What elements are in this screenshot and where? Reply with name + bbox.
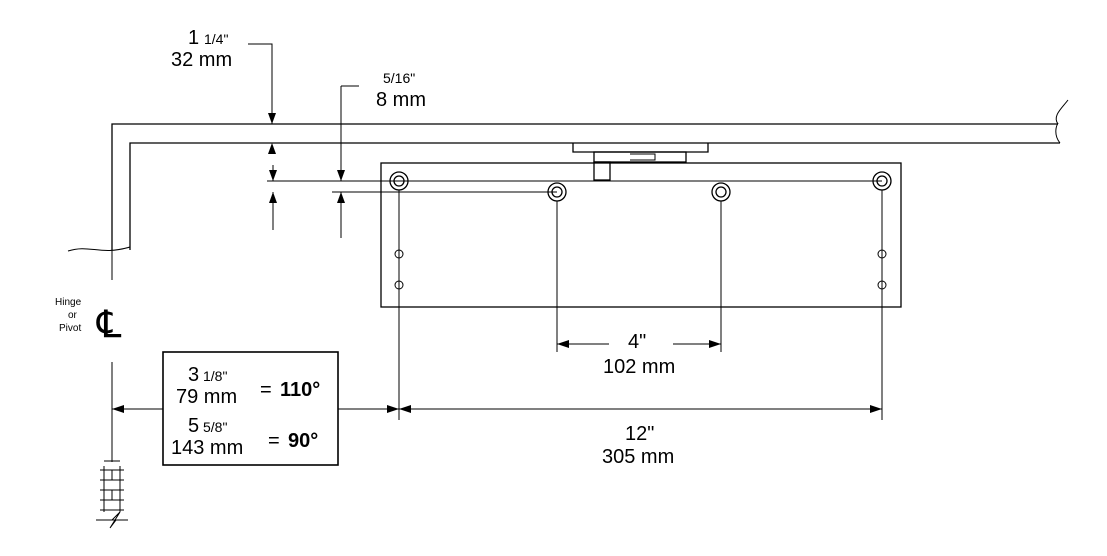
row2-equals: = — [268, 430, 280, 452]
wall-thickness-dimension — [248, 43, 276, 154]
hinge-label-3: Pivot — [59, 323, 81, 334]
inner-spacing-inch: 4" — [628, 331, 646, 353]
frame-profile — [67, 99, 1069, 252]
mounting-hole-3 — [711, 182, 731, 202]
centerline-symbol: ℄ — [96, 304, 122, 346]
mounting-bracket — [572, 143, 709, 181]
wall-thickness-frac: 1/4" — [204, 31, 228, 47]
hinge-label-1: Hinge — [55, 297, 82, 308]
angle-table — [162, 351, 339, 466]
row1-equals: = — [260, 379, 272, 401]
offset-inch: 5/16" — [383, 70, 415, 86]
row2-angle: 90° — [288, 430, 318, 452]
inner-spacing-dimension — [557, 340, 721, 348]
row1-mm: 79 mm — [176, 386, 237, 408]
outer-spacing-mm: 305 mm — [602, 446, 674, 468]
inner-spacing-mm: 102 mm — [603, 356, 675, 378]
hinge-label-2: or — [68, 310, 78, 321]
closer-plate — [380, 162, 902, 308]
offset-dimension — [269, 85, 359, 238]
hinge-centerline — [96, 250, 128, 529]
row1-frac: 1/8" — [203, 368, 227, 384]
wall-thickness-mm: 32 mm — [171, 49, 232, 71]
row2-frac: 5/8" — [203, 419, 227, 435]
row1-angle: 110° — [280, 379, 320, 401]
row1-inch: 3 — [188, 364, 199, 386]
hinge-dimension — [112, 351, 399, 466]
offset-mm: 8 mm — [376, 89, 426, 111]
extension-lines — [267, 180, 883, 420]
wall-thickness-inch: 1 — [188, 27, 199, 49]
row2-inch: 5 — [188, 415, 199, 437]
outer-spacing-dimension — [399, 405, 882, 413]
outer-spacing-inch: 12" — [625, 423, 654, 445]
row2-mm: 143 mm — [171, 437, 243, 459]
